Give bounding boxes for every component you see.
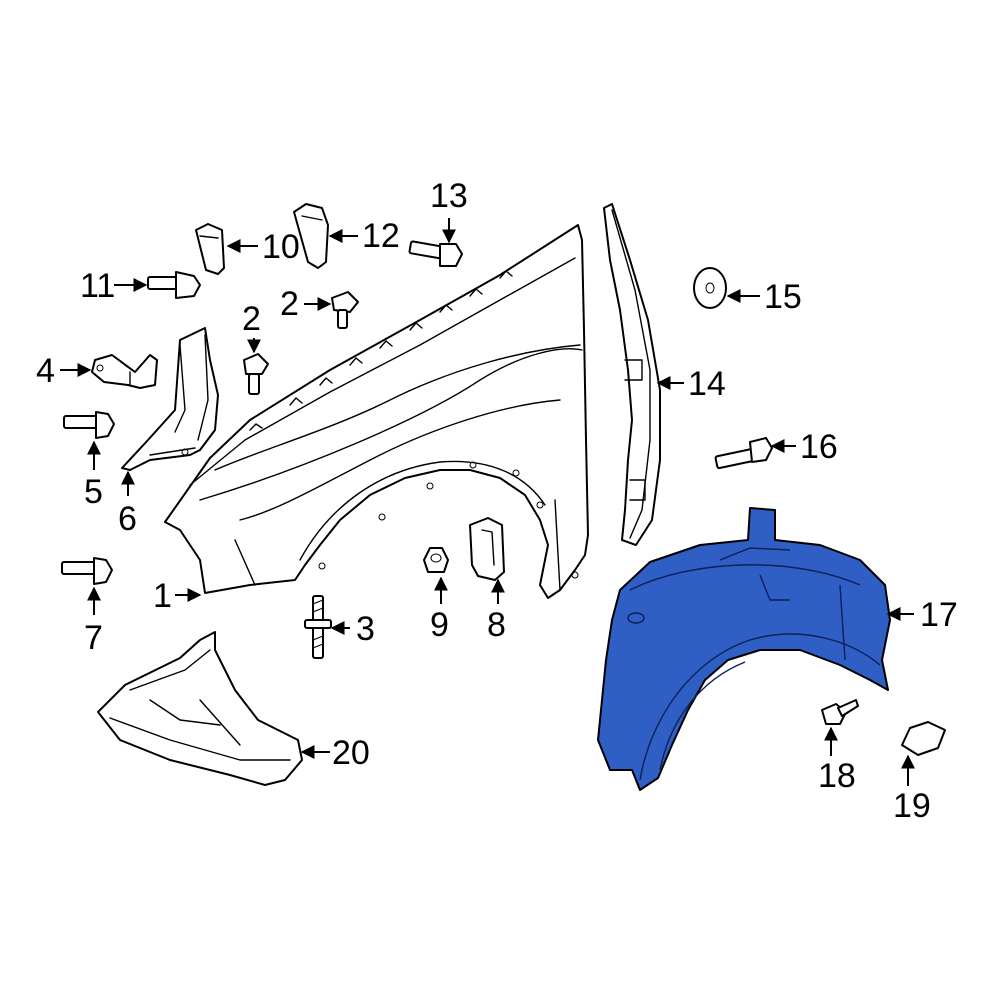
screw-18[interactable] <box>821 699 859 725</box>
nut-9[interactable] <box>423 547 449 573</box>
callout-9: 9 <box>430 606 449 644</box>
fender[interactable] <box>164 224 589 599</box>
callout-17: 17 <box>920 596 958 634</box>
callout-11: 11 <box>80 267 115 305</box>
bracket-4[interactable] <box>91 354 158 389</box>
callout-10: 10 <box>262 228 300 266</box>
bolt-5[interactable] <box>63 411 115 439</box>
stud-3[interactable] <box>304 595 332 659</box>
callout-5: 5 <box>84 473 103 511</box>
bracket-12[interactable] <box>293 203 329 269</box>
callout-4: 4 <box>36 352 55 390</box>
bolt-13[interactable] <box>408 240 463 267</box>
bolt-16[interactable] <box>714 437 773 470</box>
bolt-11[interactable] <box>147 271 201 299</box>
splash-shield[interactable] <box>97 631 303 786</box>
callout-1: 1 <box>153 577 172 615</box>
callout-7: 7 <box>84 619 103 657</box>
callout-3: 3 <box>356 610 375 648</box>
bracket-10[interactable] <box>195 223 225 275</box>
callout-18: 18 <box>818 757 856 795</box>
seal-strip[interactable] <box>603 203 661 546</box>
callout-2-lower: 2 <box>242 300 261 338</box>
callout-13: 13 <box>430 177 468 215</box>
clip-19[interactable] <box>901 721 946 756</box>
callout-15: 15 <box>764 278 802 316</box>
callout-20: 20 <box>332 734 370 772</box>
callout-2-upper: 2 <box>280 285 299 323</box>
clip-8[interactable] <box>469 517 505 581</box>
screw-2-lower[interactable] <box>243 353 269 395</box>
callout-16: 16 <box>800 428 838 466</box>
callout-8: 8 <box>487 606 506 644</box>
callout-12: 12 <box>362 217 400 255</box>
bolt-7[interactable] <box>61 557 113 585</box>
callout-6: 6 <box>118 500 137 538</box>
callout-19: 19 <box>893 787 931 825</box>
callout-14: 14 <box>688 365 726 403</box>
screw-2-upper[interactable] <box>331 291 359 329</box>
washer-15[interactable] <box>693 267 727 309</box>
bracket-6[interactable] <box>121 327 219 471</box>
fender-liner[interactable] <box>597 507 891 791</box>
